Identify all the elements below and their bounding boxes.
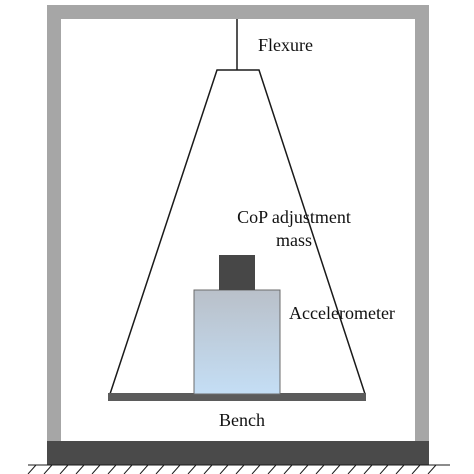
hatch-mark: [27, 464, 37, 474]
hatch-mark: [139, 464, 149, 474]
cop-label-line2: mass: [276, 230, 312, 250]
hatch-mark: [235, 464, 245, 474]
hatch-mark: [363, 464, 373, 474]
hatch-mark: [299, 464, 309, 474]
accelerometer-body: [193, 289, 281, 395]
flexure-label: Flexure: [258, 35, 313, 55]
hatch-mark: [43, 464, 53, 474]
hatch-mark: [331, 464, 341, 474]
hatch-mark: [251, 464, 261, 474]
hatch-mark: [187, 464, 197, 474]
hatch-mark: [395, 464, 405, 474]
hatch-mark: [91, 464, 101, 474]
hatch-mark: [219, 464, 229, 474]
cop-adjustment-mass: [219, 255, 255, 290]
hatch-mark: [379, 464, 389, 474]
hatch-mark: [283, 464, 293, 474]
bench-label: Bench: [219, 410, 265, 430]
hatch-mark: [107, 464, 117, 474]
accelerometer-label: Accelerometer: [289, 303, 395, 323]
frame-left-post: [47, 5, 61, 441]
frame-right-post: [415, 5, 429, 441]
hatch-marks: [27, 464, 437, 474]
base-plate: [47, 441, 429, 465]
hatch-mark: [203, 464, 213, 474]
hatch-mark: [123, 464, 133, 474]
support-frame: [47, 5, 429, 441]
hatch-mark: [315, 464, 325, 474]
hatch-mark: [411, 464, 421, 474]
hatch-mark: [59, 464, 69, 474]
frame-top-beam: [47, 5, 429, 19]
bench-plate: [108, 393, 366, 401]
hatch-mark: [171, 464, 181, 474]
hatch-mark: [75, 464, 85, 474]
hatch-mark: [267, 464, 277, 474]
hatch-mark: [347, 464, 357, 474]
hatch-mark: [427, 464, 437, 474]
cop-label-line1: CoP adjustment: [237, 207, 351, 227]
ground-hatching: [27, 464, 450, 474]
hatch-mark: [155, 464, 165, 474]
